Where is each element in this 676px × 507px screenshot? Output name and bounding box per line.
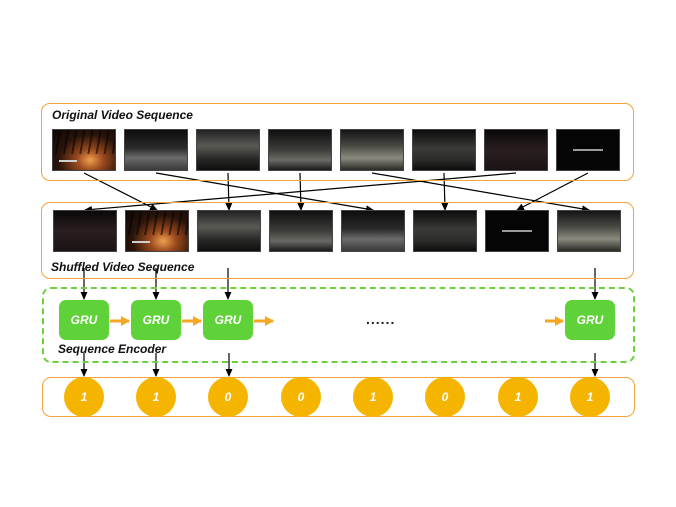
output-bit-8: 1	[570, 377, 610, 417]
shuffle-arrow-1	[83, 172, 158, 211]
shuffled-sequence-title: Shuffled Video Sequence	[51, 260, 195, 274]
original-frame-2	[124, 129, 188, 171]
original-sequence-title: Original Video Sequence	[52, 108, 193, 122]
title-card-text-mark	[502, 230, 532, 232]
original-frame-6	[412, 129, 476, 171]
shuffle-arrow-8	[516, 172, 589, 211]
shuffled-frame-7	[485, 210, 549, 252]
gru-cell-1: GRU	[59, 300, 109, 340]
gru-cell-2: GRU	[131, 300, 181, 340]
shuffled-sequence-panel	[41, 202, 634, 279]
gru-cell-last: GRU	[565, 300, 615, 340]
ellipsis: ......	[366, 311, 396, 327]
sequence-encoder-title: Sequence Encoder	[58, 342, 167, 356]
original-frame-7	[484, 129, 548, 171]
original-frame-8	[556, 129, 620, 171]
title-card-text-mark	[573, 149, 603, 151]
original-frame-1	[52, 129, 116, 171]
original-frame-4	[268, 129, 332, 171]
shuffle-arrow-4	[297, 172, 305, 211]
output-bit-6: 0	[425, 377, 465, 417]
tree-silhouette	[53, 130, 115, 154]
output-bit-7: 1	[498, 377, 538, 417]
sequence-encoder-panel	[42, 287, 635, 363]
shuffle-arrow-5	[371, 172, 590, 213]
shuffled-frame-5	[341, 210, 405, 252]
shuffle-arrow-2	[155, 172, 374, 213]
original-frame-5	[340, 129, 404, 171]
output-bit-2: 1	[136, 377, 176, 417]
shuffled-frame-8	[557, 210, 621, 252]
output-bit-1: 1	[64, 377, 104, 417]
output-bit-4: 0	[281, 377, 321, 417]
shuffled-frame-4	[269, 210, 333, 252]
shuffled-frame-3	[197, 210, 261, 252]
caption-mark	[132, 241, 150, 243]
shuffled-frame-1	[53, 210, 117, 252]
original-sequence-panel	[41, 103, 634, 181]
original-frame-3	[196, 129, 260, 171]
output-bit-3: 0	[208, 377, 248, 417]
shuffle-arrow-6	[441, 172, 449, 211]
output-panel	[42, 377, 635, 417]
shuffled-frame-6	[413, 210, 477, 252]
output-bit-5: 1	[353, 377, 393, 417]
shuffled-frame-2	[125, 210, 189, 252]
shuffle-arrow-3	[225, 172, 233, 211]
caption-mark	[59, 160, 77, 162]
gru-cell-3: GRU	[203, 300, 253, 340]
tree-silhouette	[126, 211, 188, 235]
